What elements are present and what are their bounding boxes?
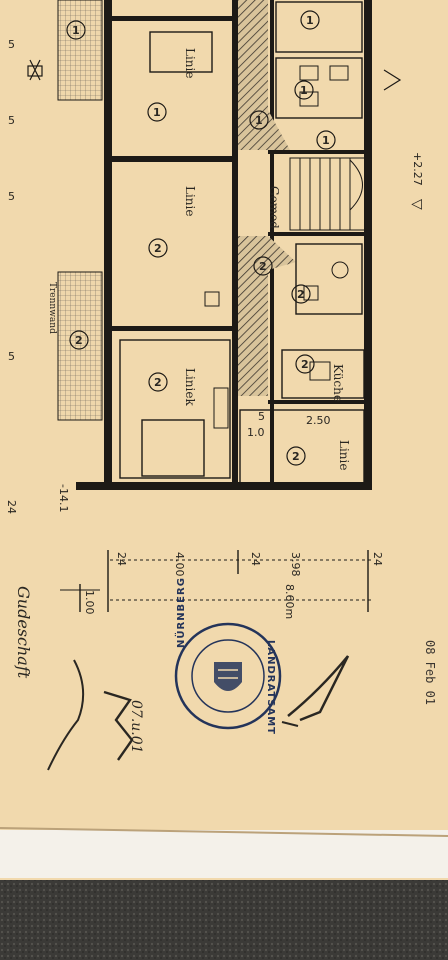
- room-number: 1: [300, 84, 308, 97]
- dimension-value: 24: [371, 552, 384, 566]
- room-number: 2: [297, 288, 305, 301]
- paper-lower-edge: [0, 830, 448, 878]
- dimension-value: 24: [249, 552, 262, 566]
- date-stamp: 08 Feb 01: [423, 640, 437, 705]
- edge-mark: 5: [8, 38, 15, 51]
- edge-mark: 5: [8, 350, 15, 363]
- paper-sheet: [0, 0, 448, 880]
- dimension-lines: [60, 550, 372, 612]
- dimension-value: 3.98: [289, 552, 302, 577]
- dimension-value: 4.00: [173, 552, 186, 577]
- room-number: 2: [301, 358, 309, 371]
- dimension-value: 24: [115, 552, 128, 566]
- handwritten-mark: [47, 659, 85, 771]
- edge-mark: 24: [5, 500, 18, 514]
- handwritten-initials: [103, 690, 134, 761]
- side-mark: Trennwand: [47, 282, 57, 334]
- elevation-triangle-icon: ▽: [409, 199, 425, 210]
- elevation-marker: +2.27: [411, 152, 424, 186]
- room-label: Linie: [183, 48, 197, 78]
- official-stamp: LANDRATSAMT NÜRNBERG: [173, 577, 282, 735]
- signature: Gudeschaft: [14, 586, 33, 679]
- room-number: 2: [75, 334, 83, 347]
- room-number: 1: [322, 134, 330, 147]
- room-number: 2: [154, 242, 162, 255]
- stamp-text-top: LANDRATSAMT: [265, 640, 276, 735]
- room-number: 2: [259, 260, 267, 273]
- edge-mark: 5: [8, 114, 15, 127]
- room-number: 1: [72, 24, 80, 37]
- room-label: Linie: [337, 440, 351, 470]
- elevation-marker: -14.1: [57, 484, 70, 512]
- handwritten-date: 07.u.01: [128, 700, 144, 754]
- room-number: 1: [153, 106, 161, 119]
- small-mark: 2.50: [306, 414, 331, 427]
- dimension-value: 1.00: [83, 590, 96, 615]
- signature-mark: [287, 655, 350, 722]
- kitchen-label: Küche: [331, 364, 345, 402]
- room-number: 1: [306, 14, 314, 27]
- paper-fold-line: [0, 827, 448, 837]
- edge-mark: 5: [8, 190, 15, 203]
- room-number: 1: [255, 114, 263, 127]
- room-label: Linie: [183, 186, 197, 216]
- stamp-text-bottom: NÜRNBERG: [173, 577, 187, 648]
- room-label: Liniek: [183, 368, 197, 406]
- dimension-total: 8.60m: [283, 584, 296, 619]
- small-mark: 1.0: [247, 426, 265, 439]
- floor-plan: 1 1 1 1 2 2 2 2 2 2 2 1 1 Linie Linie Li…: [27, 0, 402, 490]
- room-number: 2: [292, 450, 300, 463]
- small-mark: 5: [258, 410, 265, 423]
- hall-label: Gemed: [267, 186, 281, 229]
- room-number: 2: [154, 376, 162, 389]
